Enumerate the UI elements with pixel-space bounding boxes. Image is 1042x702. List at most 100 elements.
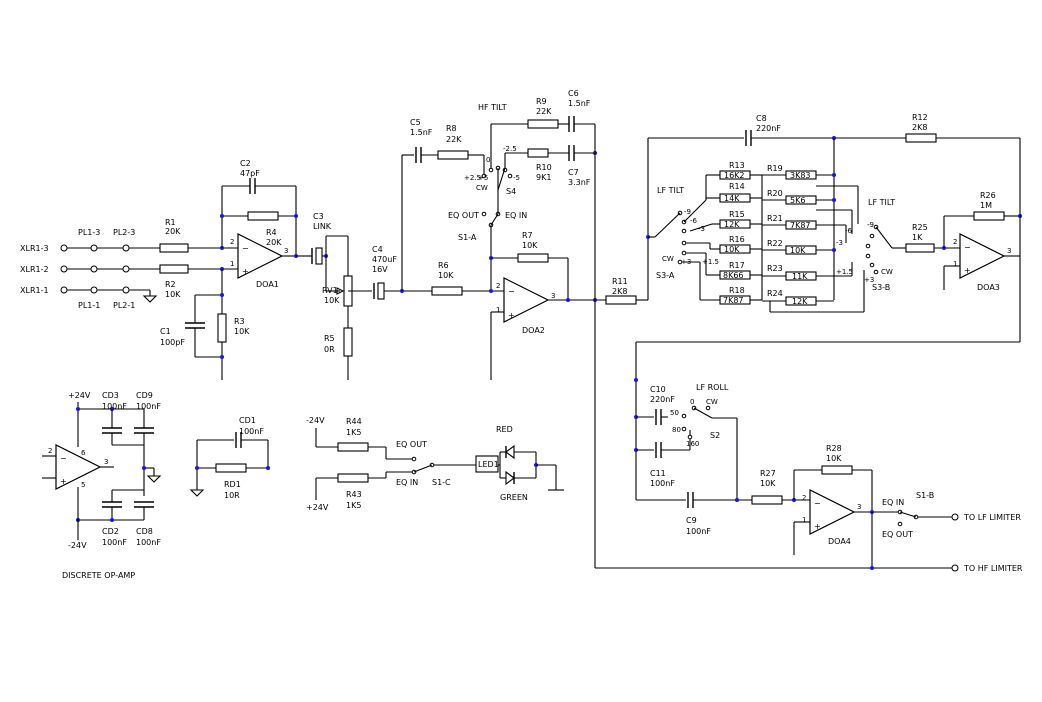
doa1-pin2: 2 — [230, 238, 234, 246]
c4-voltage: 16V — [372, 265, 388, 274]
r17-label: R17 — [729, 261, 745, 270]
dop-pin2: 2 — [48, 447, 52, 455]
rv1-value: 10K — [324, 296, 340, 305]
svg-text:−: − — [508, 287, 515, 296]
doa2-pin2: 2 — [496, 282, 500, 290]
r1-resistor — [159, 243, 189, 253]
s1b-label: S1-B — [916, 491, 934, 500]
m24-led: -24V — [306, 416, 325, 425]
s3a-switch — [654, 210, 687, 265]
lf-tilt-right-title: LF TILT — [868, 198, 895, 207]
s3b-m3: -3 — [836, 239, 843, 247]
r44-label: R44 — [346, 417, 362, 426]
r10-label: R10 — [536, 163, 552, 172]
r20-value: 5K6 — [790, 196, 805, 205]
svg-text:+: + — [964, 266, 971, 275]
input-section: XLR1-3 XLR1-2 XLR1-1 PL1-3 PL2-3 PL1-1 P… — [20, 159, 432, 380]
led1-label: LED1 — [478, 460, 499, 469]
r13-value: 16K2 — [724, 171, 745, 180]
r10-value: 9K1 — [536, 173, 551, 182]
r22-value: 10K — [790, 246, 806, 255]
s4-switch — [481, 165, 513, 191]
doa4-pin2: 2 — [802, 494, 806, 502]
doa4-opamp — [809, 489, 856, 535]
r2-value: 10K — [165, 290, 181, 299]
label-pl2-3: PL2-3 — [113, 228, 135, 237]
r12-label: R12 — [912, 113, 928, 122]
r11-value: 2K8 — [612, 287, 627, 296]
r6-resistor — [431, 286, 463, 296]
r24-label: R24 — [767, 289, 783, 298]
svg-text:−: − — [814, 499, 821, 508]
s3b-p15: +1.5 — [836, 268, 853, 276]
r26-resistor — [973, 211, 1005, 221]
cd2-label: CD2 — [102, 527, 119, 536]
led-eq-out: EQ OUT — [396, 440, 427, 449]
s2-pos-80: 80 — [672, 426, 681, 434]
cd3-value: 100nF — [102, 402, 127, 411]
r24-value: 12K — [792, 297, 808, 306]
r28-label: R28 — [826, 444, 842, 453]
s3a-m9: -9 — [684, 208, 691, 216]
s3a-m3: -3 — [698, 225, 705, 233]
cd8-label: CD8 — [136, 527, 153, 536]
s4-cw: CW — [476, 184, 488, 192]
doa2-pin1: 1 — [496, 306, 500, 314]
r5-value: 0R — [324, 345, 335, 354]
r28-value: 10K — [826, 454, 842, 463]
r25-value: 1K — [912, 233, 923, 242]
s3b-label: S3-B — [872, 283, 890, 292]
r3-value: 10K — [234, 327, 250, 336]
r23-value: 11K — [792, 272, 808, 281]
hf-tilt-title: HF TILT — [478, 103, 507, 112]
s4-pos-zero: 0 — [486, 156, 490, 164]
r9-resistor — [527, 119, 559, 129]
eq-in-label: EQ IN — [505, 211, 527, 220]
doa3-pin1: 1 — [953, 260, 957, 268]
r21-value: 7K87 — [790, 221, 811, 230]
lf-roll-section: C10 220nF C11 100nF LF ROLL 0 CW 50 80 1… — [595, 342, 1023, 573]
doa2-pin3: 3 — [551, 292, 555, 300]
r43-resistor — [337, 473, 369, 483]
doa3-pin2: 2 — [953, 238, 957, 246]
r27-label: R27 — [760, 469, 776, 478]
svg-text:+: + — [60, 477, 67, 486]
green-led — [505, 470, 515, 486]
s2-pos-160: 160 — [686, 440, 699, 448]
r4-value: 20K — [266, 238, 282, 247]
led1-box — [475, 455, 499, 473]
r5-resistor — [343, 327, 353, 357]
s2-pos-50: 50 — [670, 409, 679, 417]
red-label: RED — [496, 425, 513, 434]
r22-label: R22 — [767, 239, 783, 248]
r8-resistor — [437, 150, 469, 160]
s1c-label: S1-C — [432, 478, 451, 487]
p24-led: +24V — [306, 503, 329, 512]
c10-value: 220nF — [650, 395, 675, 404]
r11-resistor — [605, 295, 637, 305]
s3a-m6: -6 — [690, 217, 698, 225]
r25-label: R25 — [912, 223, 928, 232]
c8-label: C8 — [756, 114, 767, 123]
r10-resistor — [527, 148, 549, 158]
r14-value: 14K — [724, 194, 740, 203]
c6-value: 1.5nF — [568, 99, 591, 108]
r11-label: R11 — [612, 277, 628, 286]
s3b-p3: +3 — [864, 276, 874, 284]
c11-label: C11 — [650, 469, 666, 478]
r44-resistor — [337, 442, 369, 452]
r18-label: R18 — [729, 286, 745, 295]
c9-value: 100nF — [686, 527, 711, 536]
label-xlr1-2: XLR1-2 — [20, 265, 49, 274]
s4-label: S4 — [506, 187, 516, 196]
c2-label: C2 — [240, 159, 251, 168]
doa2-opamp — [503, 277, 550, 323]
r15-label: R15 — [729, 210, 745, 219]
r19-value: 3K83 — [790, 171, 811, 180]
r25-resistor — [905, 243, 935, 253]
rd1-resistor — [215, 463, 247, 473]
s3b-switch — [865, 224, 893, 275]
c7-label: C7 — [568, 168, 579, 177]
s3a-cw: CW — [662, 255, 674, 263]
